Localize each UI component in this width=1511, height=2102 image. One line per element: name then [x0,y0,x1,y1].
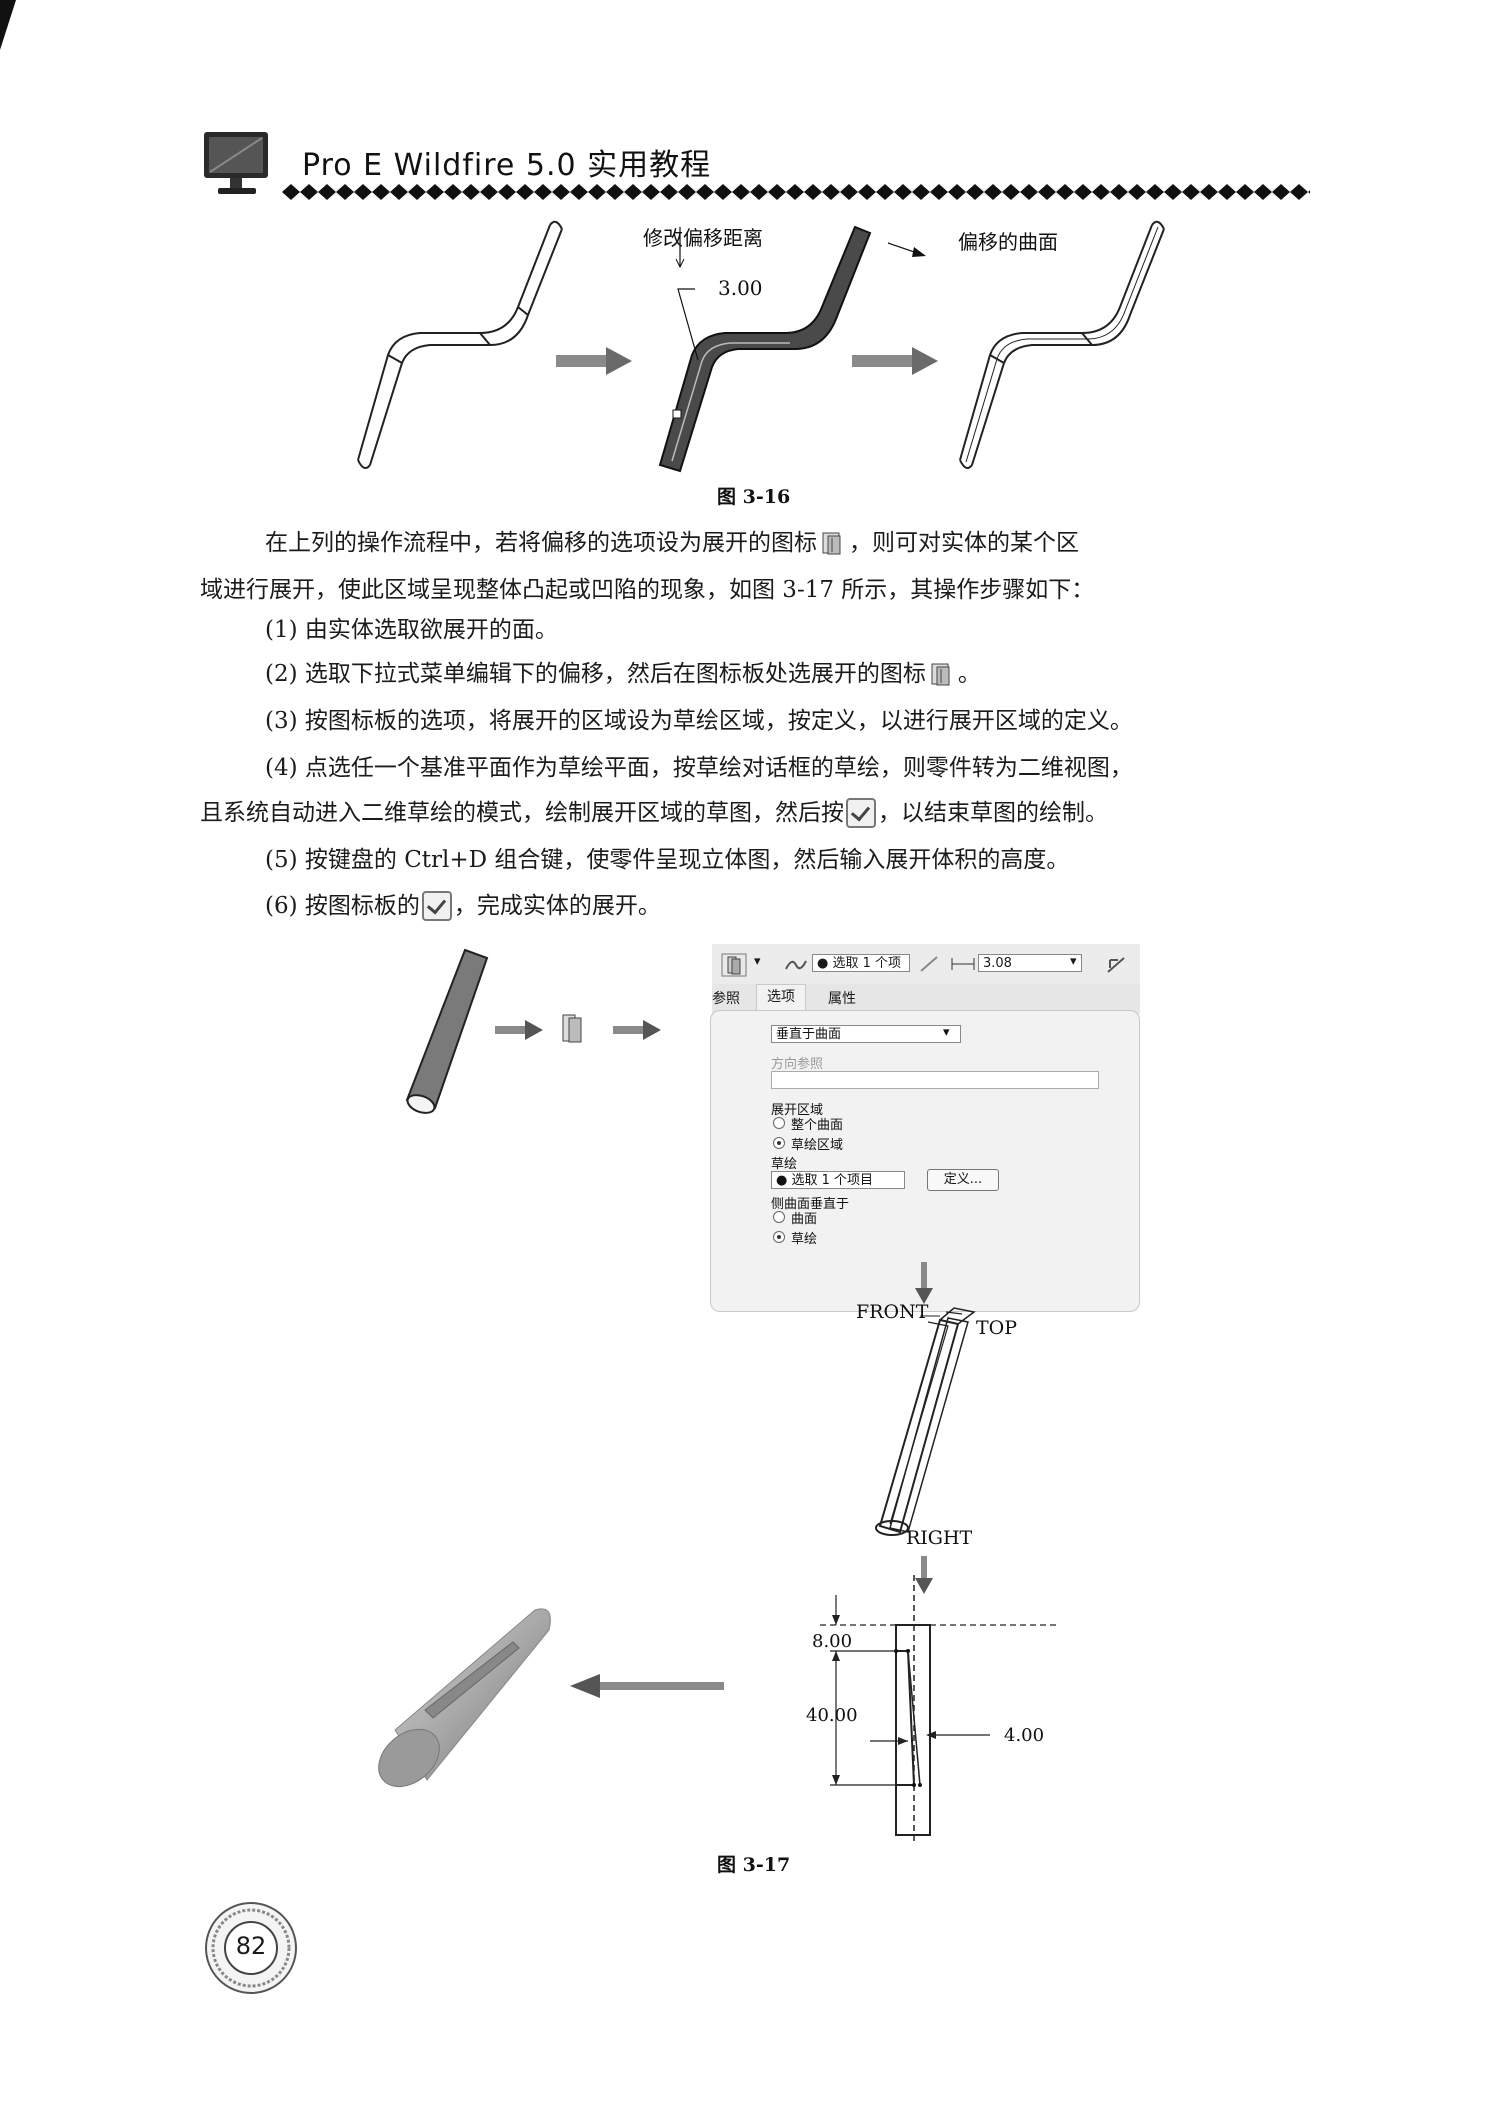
normal-type-dropdown[interactable]: 垂直于曲面 [771,1025,961,1043]
expand-icon [931,663,950,686]
tab-properties[interactable]: 属性 [828,991,856,1007]
radio-surface-label: 曲面 [791,1212,818,1227]
radio-surface[interactable] [773,1211,785,1223]
result-cylinder [378,1608,551,1788]
radio-sketch-label: 草绘 [791,1232,818,1247]
dimension-icon [951,958,975,970]
radio-whole-surface[interactable] [773,1117,785,1129]
label-offset-surface: 偏移的曲面 [958,230,1058,254]
expand-icon[interactable] [720,952,748,978]
caption-figure-3-16: 图 3-16 [717,486,791,508]
step-5: (5) 按键盘的 Ctrl+D 组合键，使零件呈现立体图，然后输入展开体积的高度… [265,847,1070,873]
define-button[interactable]: 定义... [927,1169,999,1191]
caption-figure-3-17: 图 3-17 [717,1854,791,1876]
dim-4: 4.00 [1004,1725,1044,1746]
radio-whole-surface-label: 整个曲面 [791,1118,844,1133]
step-4-line-1: (4) 点选任一个基准平面作为草绘平面，按草绘对话框的草绘，则零件转为二维视图， [265,755,1133,781]
corner-mark [0,0,16,50]
direction-ref-label: 方向参照 [771,1057,824,1072]
sketch-view: FRONT TOP RIGHT [856,1301,1017,1549]
header-title: Pro E Wildfire 5.0 实用教程 [302,148,712,183]
radio-sketch-region-label: 草绘区域 [791,1138,844,1153]
dim-40: 40.00 [806,1705,858,1726]
down-arrow-1 [915,1262,933,1304]
expand-region-label: 展开区域 [771,1103,824,1118]
expand-icon [562,1014,582,1043]
label-modify-offset: 修改偏移距离 [643,226,763,250]
radio-sketch[interactable] [773,1231,785,1243]
dimension-sketch: 8.00 40.00 4.00 [806,1575,1060,1845]
intro-line-1: 在上列的操作流程中，若将偏移的选项设为展开的图标，则可对实体的某个区 [265,530,1079,556]
dim-8: 8.00 [812,1631,852,1652]
step-2: (2) 选取下拉式菜单编辑下的偏移，然后在图标板处选展开的图标。 [265,661,981,687]
down-arrow-2 [915,1556,933,1594]
chevron-down-icon[interactable]: ▾ [943,1025,950,1040]
check-icon [421,891,452,921]
left-arrow [570,1674,724,1698]
dashboard-toolbar: ▾ ● 选取 1 个项 3.08 ▾ [712,944,1140,985]
sketch-select-field[interactable]: ● 选取 1 个项目 [771,1171,905,1189]
page-number: 82 [235,1932,267,1960]
figure-3-17-cylinder [405,948,661,1114]
label-dimension-3: 3.00 [718,276,763,300]
chevron-down-icon[interactable]: ▾ [754,954,761,969]
page-number-emblem [205,1902,297,1994]
label-top: TOP [976,1317,1017,1339]
options-panel: 垂直于曲面 ▾ 方向参照 展开区域 整个曲面 草绘区域 草绘 ● 选取 1 个项… [710,1010,1140,1312]
dashboard-tabs: 参照 选项 属性 [712,984,1140,1014]
chevron-down-icon[interactable]: ▾ [1070,954,1077,969]
step-6: (6) 按图标板的，完成实体的展开。 [265,891,661,921]
surface-icon [785,960,807,970]
intro-line-2: 域进行展开，使此区域呈现整体凸起或凹陷的现象，如图 3-17 所示，其操作步骤如… [200,577,1095,603]
direction-ref-field[interactable] [771,1071,1099,1089]
header-wave-rule [282,180,1310,204]
flip-direction-icon[interactable] [1104,954,1130,976]
step-1: (1) 由实体选取欲展开的面。 [265,617,558,643]
figure-3-16: 修改偏移距离 3.00 偏移的曲面 [357,220,1165,473]
flip-icon[interactable] [918,954,940,974]
flow-arrow-1 [556,347,632,375]
expand-icon [822,532,841,555]
radio-sketch-region[interactable] [773,1137,785,1149]
tab-references[interactable]: 参照 [712,991,740,1007]
step-4-line-2: 且系统自动进入二维草绘的模式，绘制展开区域的草图，然后按，以结束草图的绘制。 [200,798,1108,828]
toolbar-select-field[interactable]: ● 选取 1 个项 [812,954,910,972]
flow-arrow-2 [852,347,938,375]
label-right: RIGHT [906,1527,973,1549]
tab-options[interactable]: 选项 [756,984,806,1010]
monitor-icon [204,132,268,194]
label-front: FRONT [856,1301,929,1323]
side-normal-label: 侧曲面垂直于 [771,1197,850,1212]
sketch-label: 草绘 [771,1157,798,1172]
check-icon [846,798,876,828]
offset-value-field[interactable]: 3.08 [978,954,1082,972]
step-3: (3) 按图标板的选项，将展开的区域设为草绘区域，按定义，以进行展开区域的定义。 [265,708,1133,734]
